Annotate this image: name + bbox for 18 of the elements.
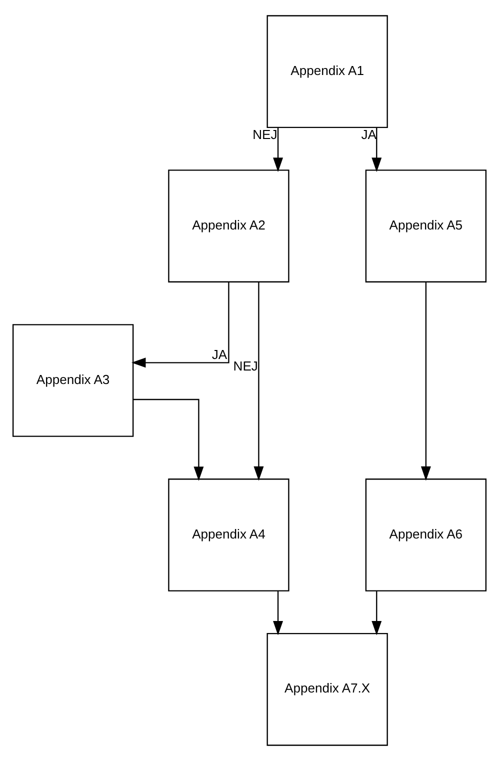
edge-label: NEJ xyxy=(252,126,278,142)
arrow xyxy=(254,281,264,480)
node-box: Appendix A7.X xyxy=(266,632,388,746)
edge-label: NEJ xyxy=(233,358,258,374)
arrow xyxy=(372,127,382,172)
node-box: Appendix A3 xyxy=(12,324,134,436)
node-box: Appendix A5 xyxy=(365,169,487,282)
node-box: Appendix A1 xyxy=(266,14,388,128)
arrow xyxy=(273,590,284,635)
node-box: Appendix A6 xyxy=(365,478,487,591)
arrow xyxy=(372,590,382,635)
edge-label: JA xyxy=(212,346,228,362)
arrow xyxy=(273,127,284,172)
node-box: Appendix A4 xyxy=(168,478,290,591)
arrow xyxy=(133,398,204,480)
arrow xyxy=(420,281,431,480)
arrow xyxy=(131,282,230,368)
node-box: Appendix A2 xyxy=(168,169,290,282)
